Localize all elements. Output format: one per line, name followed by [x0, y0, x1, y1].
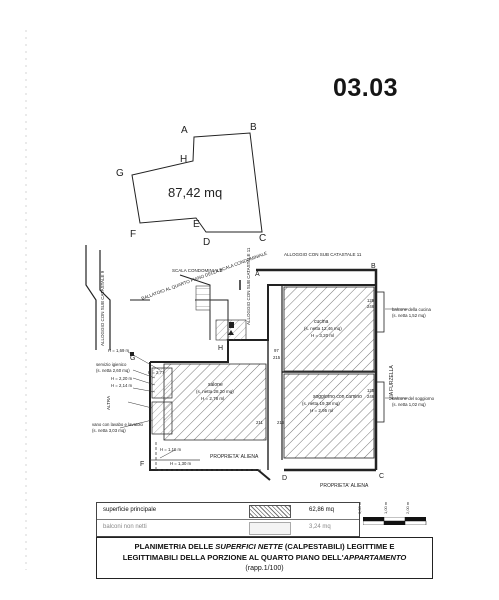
caption-line-1: PLANIMETRIA DELLE SUPERFICI NETTE (CALPE…	[134, 542, 395, 551]
label-balcone-cucina: balcone della cucina	[392, 307, 432, 312]
balcone-cucina	[375, 291, 385, 333]
legend-main-value: 62,86 mq	[309, 507, 335, 513]
legend-table: superficie principale 62,86 mq balconi n…	[96, 502, 360, 537]
plan-vertex-c: C	[379, 473, 384, 480]
height-tag-b: H = 2,77	[148, 370, 165, 375]
room-cucina	[283, 286, 375, 372]
vertex-f: F	[130, 229, 136, 240]
label-servizio-area: (s. netta 2,60 mq)	[96, 368, 130, 373]
plan-vertex-g: G	[130, 355, 135, 362]
vertex-c: C	[259, 233, 266, 244]
legend-row-main: superficie principale 62,86 mq	[97, 503, 359, 520]
legend-balconi-swatch	[249, 522, 291, 535]
caption-line-2: LEGITTIMABILI DELLA PORZIONE AL QUARTO P…	[122, 553, 407, 562]
dim-125-b: 125	[367, 388, 375, 393]
vertex-d: D	[203, 237, 210, 248]
height-tag-3: H = 2,14 m	[111, 383, 133, 388]
label-proprieta-1: PROPRIETA' ALIENA	[210, 454, 259, 460]
plan-vertex-d: D	[282, 475, 287, 482]
dim-125-a: 125	[367, 298, 375, 303]
room-vano	[151, 401, 173, 435]
scale-bar	[363, 517, 427, 525]
label-vano-area: (s. netta 3,03 mq)	[92, 428, 126, 433]
room-servizio	[151, 367, 173, 399]
label-cucina-h: H = 3,20 ml	[311, 333, 334, 338]
label-salone: salone	[208, 382, 223, 388]
plan-walls	[85, 245, 378, 481]
label-salone-area: (s. netta 28,20 mq)	[196, 389, 234, 394]
vertex-e: E	[193, 219, 200, 230]
plan-vertex-h: H	[218, 345, 223, 352]
drawing-caption: PLANIMETRIA DELLE SUPERFICI NETTE (CALPE…	[96, 537, 433, 579]
legend-balconi-value: 3,24 mq	[309, 524, 331, 530]
label-proprieta-2: PROPRIETA' ALIENA	[320, 483, 369, 489]
label-balcone-soggiorno-area: (s. netta 1,02 mq)	[392, 402, 426, 407]
dim-215-a: 215	[273, 355, 281, 360]
dim-211: 211	[256, 420, 263, 425]
dim-246-a: 246	[367, 304, 375, 309]
label-cucina-area: (s. netta 12,46 mq)	[304, 326, 342, 331]
dim-246-b: 246	[367, 394, 375, 399]
label-altra: ALTRA	[106, 396, 111, 410]
scale-label-1: 1,00 m	[383, 501, 388, 514]
label-soggiorno: soggiorno con camino	[313, 394, 362, 400]
height-tag-5: H = 1,30 m	[170, 461, 192, 466]
room-soggiorno	[283, 373, 375, 459]
legend-balconi-label: balconi non netti	[103, 524, 147, 530]
scale-labels: 0,00 m 1,00 m 2,00 m	[357, 500, 437, 514]
label-salone-h: H = 2,78 ml	[201, 396, 224, 401]
height-tag-4: H = 1,16 m	[160, 447, 182, 452]
dim-215-b: 215	[277, 420, 285, 425]
label-vano: vano con lavabo e lavatoio	[92, 422, 143, 427]
vertex-b: B	[250, 122, 257, 133]
height-tag-2: H = 2,20 m	[111, 376, 133, 381]
label-alloggio-mid: ALLOGGIO CON SUB CATASTALE 11	[246, 247, 251, 325]
scan-edge-marks	[25, 30, 27, 570]
label-alloggio-top: ALLOGGIO CON SUB CATASTALE 11	[284, 252, 362, 257]
label-balcone-soggiorno: balcone del soggiorno	[392, 396, 435, 401]
plan-vertex-a: A	[255, 271, 260, 278]
vertex-g: G	[116, 168, 124, 179]
schematic-outline	[131, 132, 263, 233]
vertex-h: H	[180, 154, 187, 165]
label-via-furzella: VIA FURZELLA	[389, 365, 395, 400]
plan-vertex-b: B	[371, 263, 376, 270]
label-soggiorno-area: (s. netta 19,38 mq)	[302, 401, 340, 406]
balcone-soggiorno	[375, 381, 385, 423]
room-salone	[163, 363, 267, 441]
label-alloggio-left: ALLOGGIO CON SUB CATASTALE 9	[100, 270, 105, 346]
plan-vertex-f: F	[140, 461, 144, 468]
scale-label-0: 0,00 m	[357, 501, 362, 514]
label-servizio: servizio igienico	[96, 362, 127, 367]
label-soggiorno-h: H = 2,95 ml	[310, 408, 333, 413]
schematic-area: 87,42 mq	[168, 185, 222, 200]
lower-dashed-outline	[155, 442, 262, 471]
label-scala: SCALA CONDOMINIALE	[172, 268, 223, 273]
label-balcone-cucina-area: (s. netta 1,52 mq)	[392, 313, 426, 318]
legend-main-label: superficie principale	[103, 507, 157, 513]
legend-row-balconi: balconi non netti 3,24 mq	[97, 520, 359, 536]
door-markers	[130, 322, 234, 356]
label-cucina: cucina	[314, 319, 329, 325]
dim-97: 97	[274, 348, 279, 353]
caption-line-3: (rapp.1/100)	[245, 565, 284, 572]
height-tag-1: H = 1,69 m	[108, 348, 130, 353]
stair-steps	[195, 285, 211, 311]
vertex-a: A	[181, 125, 188, 136]
page-number: 03.03	[333, 74, 399, 102]
scale-label-2: 2,00 m	[405, 501, 410, 514]
legend-main-swatch	[249, 505, 291, 518]
